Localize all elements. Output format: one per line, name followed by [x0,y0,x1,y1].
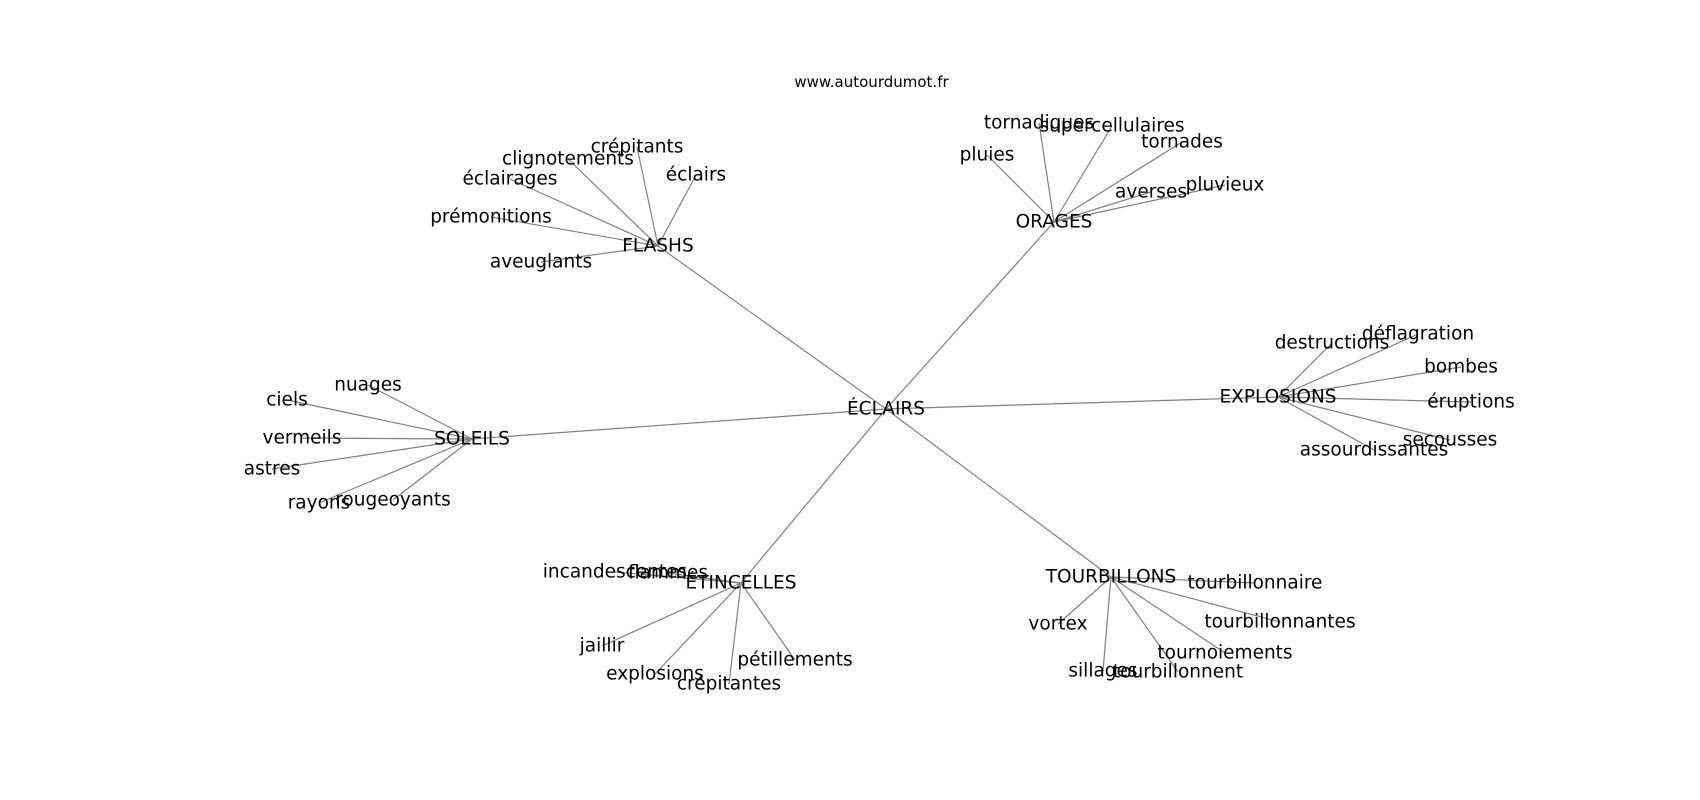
edge-hub-leaf [1053,191,1152,223]
leaf-node-label: supercellulaires [1039,116,1184,137]
leaf-node-label: crépitantes [677,674,781,695]
edge-center-hub [657,245,887,410]
edge-hub-leaf [271,438,473,470]
leaf-node-label: tornades [1141,132,1223,153]
edge-hub-leaf [567,158,659,247]
edge-hub-leaf [392,438,473,501]
edge-hub-leaf [1038,122,1055,223]
leaf-node-label: éruptions [1427,392,1515,413]
leaf-node-label: rayons [288,493,351,514]
leaf-node-label: crépitants [591,137,684,158]
edge-hub-leaf [601,582,742,647]
leaf-node-label: tournoiements [1157,643,1292,664]
leaf-node-label: explosions [606,664,704,685]
edge-hub-leaf [509,178,659,247]
leaf-node-label: tourbillonnaire [1188,573,1323,594]
hub-node-label: EXPLOSIONS [1219,387,1336,408]
leaf-node-label: incandescentes [543,562,687,583]
edge-hub-leaf [614,571,742,584]
hub-node-label: ORAGES [1016,212,1093,233]
leaf-node-label: nuages [334,375,402,396]
edge-hub-leaf [667,572,742,584]
hub-node-label: SOLEILS [434,429,510,450]
edge-hub-leaf [1110,576,1256,584]
leaf-node-label: clignotements [502,149,634,170]
edge-hub-leaf [1110,576,1179,673]
leaf-node-label: averses [1115,182,1187,203]
edge-center-hub [471,408,887,440]
leaf-node-label: sillages [1068,661,1137,682]
leaf-node-label: vermeils [263,428,342,449]
edge-center-hub [740,408,887,584]
edge-hub-leaf [1277,342,1333,398]
leaf-node-label: aveuglants [490,252,592,273]
leaf-node-label: éclairages [463,169,558,190]
leaf-node-label: tornadiques [984,113,1094,134]
leaf-node-label: pluies [960,145,1015,166]
leaf-node-label: pluvieux [1186,175,1265,196]
leaf-node-label: jaillir [579,636,625,657]
edge-center-hub [885,396,1279,410]
center-node-label: ÉCLAIRS [847,398,925,420]
leaf-node-label: tourbillonnent [1113,662,1243,683]
edge-hub-leaf [654,582,742,675]
leaf-node-label: pétillements [737,650,852,671]
edge-hub-leaf [1277,333,1419,398]
leaf-node-label: flammes [628,563,708,584]
leaf-node-label: assourdissantes [1300,440,1448,461]
graph-edges [271,122,1472,685]
edge-hub-leaf [1110,576,1281,623]
edge-hub-leaf [367,384,473,440]
edge-hub-leaf [1053,141,1183,223]
leaf-node-label: bombes [1424,357,1498,378]
edge-hub-leaf [1057,576,1112,625]
edge-center-hub [885,221,1055,410]
leaf-node-label: vortex [1028,614,1087,635]
leaf-node-label: rougeoyants [335,490,451,511]
hub-node-label: TOURBILLONS [1045,567,1177,588]
edge-hub-leaf [657,174,697,247]
edge-hub-leaf [1053,184,1226,223]
leaf-node-label: destructions [1275,333,1390,354]
leaf-node-label: éclairs [666,165,726,186]
watermark: www.autourdumot.fr [794,73,949,91]
leaf-node-label: déflagration [1362,324,1474,345]
edge-hub-leaf [740,582,796,661]
edge-center-hub [885,408,1112,578]
leaf-node-label: astres [244,459,300,480]
hub-node-label: ÉTINCELLES [686,572,797,594]
edge-hub-leaf [1277,396,1375,451]
edge-hub-leaf [636,146,659,247]
edge-hub-leaf [1053,125,1113,223]
edge-hub-leaf [318,438,473,504]
edge-hub-leaf [1277,396,1472,403]
edge-hub-leaf [1277,396,1451,441]
edge-hub-leaf [728,582,742,685]
leaf-node-label: tourbillonnantes [1204,612,1355,633]
edge-hub-leaf [986,154,1055,223]
leaf-node-label: ciels [266,390,307,411]
edge-hub-leaf [1102,576,1112,672]
hub-node-label: FLASHS [622,236,693,257]
edge-hub-leaf [1277,366,1462,398]
edge-hub-leaf [490,216,659,247]
leaf-node-label: prémonitions [430,207,552,228]
edge-hub-leaf [301,437,473,440]
leaf-node-label: secousses [1403,430,1498,451]
edge-hub-leaf [1110,576,1226,654]
edge-hub-leaf [286,399,473,440]
edge-hub-leaf [540,245,659,263]
